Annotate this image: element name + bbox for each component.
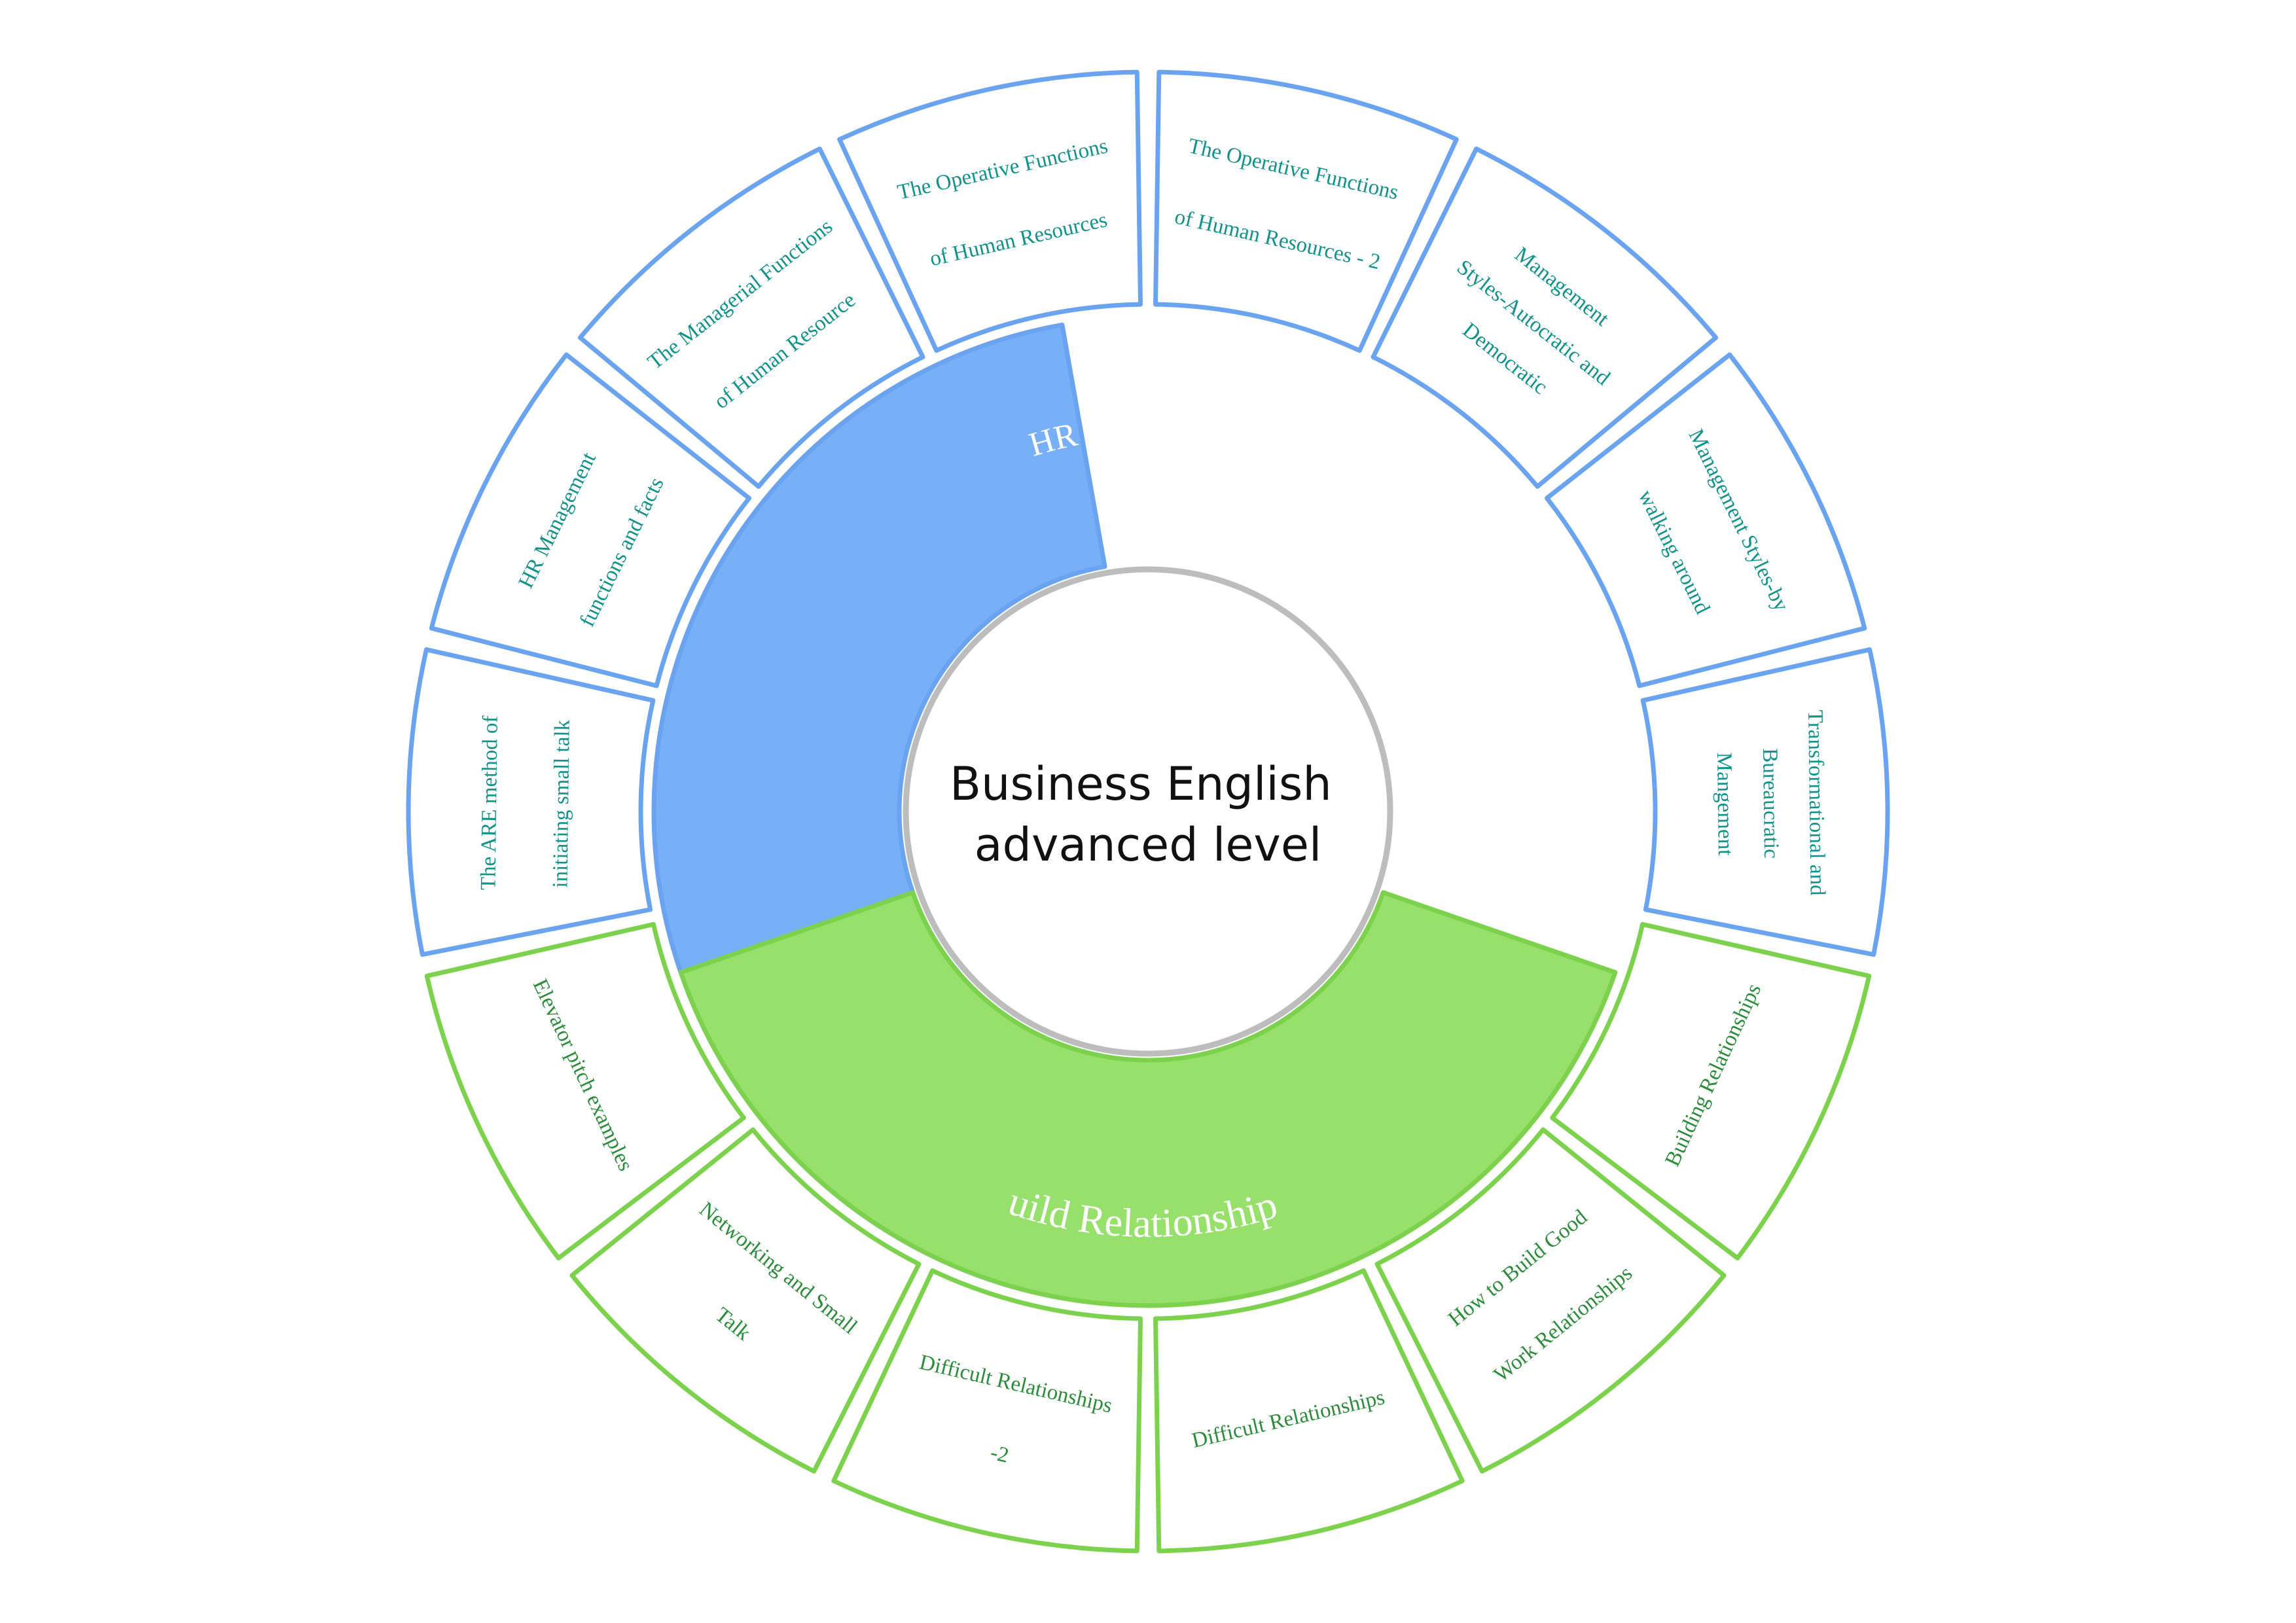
topic-segment-box	[429, 352, 752, 688]
topic-segment-br-5[interactable]: Networking and SmallTalk	[569, 1127, 922, 1474]
topic-segment-br-6[interactable]: Elevator pitch examples	[424, 921, 746, 1260]
center-title-line-1: Business English	[950, 757, 1332, 811]
topic-segment-box	[831, 1268, 1143, 1554]
topic-segment-hr-1[interactable]: The ARE method of initiating small talk	[406, 647, 656, 957]
topic-segment-hr-4[interactable]: The Operative Functionsof Human Resource…	[837, 69, 1143, 353]
category-band-br	[678, 890, 1618, 1308]
topic-segment-box	[1153, 69, 1459, 353]
topic-segment-hr-3[interactable]: The Managerial Functionsof Human Resourc…	[577, 146, 925, 489]
topic-label-line: initiating small talk	[548, 719, 574, 888]
topic-segment-br-3[interactable]: Difficult Relationships	[1153, 1268, 1465, 1554]
topic-segment-box	[837, 69, 1143, 353]
topic-segment-box	[1550, 921, 1872, 1260]
topic-segments: The ARE method of initiating small talk HR…	[406, 69, 1890, 1554]
topic-segment-br-1[interactable]: Building Relationships	[1550, 921, 1872, 1260]
topic-segment-box	[1374, 1127, 1727, 1474]
topic-segment-box	[577, 146, 925, 489]
topic-segment-hr-8[interactable]: Transformational and Bureaucratic Mangemen…	[1640, 647, 1890, 957]
topic-segment-hr-2[interactable]: HR Managementfunctions and facts	[429, 352, 752, 688]
center-title: Business English advanced level	[950, 757, 1346, 872]
topic-segment-box	[406, 647, 656, 957]
center-title-line-2: advanced level	[975, 818, 1322, 872]
topic-segment-br-4[interactable]: Difficult Relationships-2	[831, 1268, 1143, 1554]
topic-segment-hr-6[interactable]: ManagementStyles-Autocratic andDemocrati…	[1371, 146, 1719, 489]
topic-label: The ARE method of initiating small talk	[476, 715, 574, 891]
topic-segment-hr-5[interactable]: The Operative Functionsof Human Resource…	[1153, 69, 1459, 353]
topic-label: Transformational and Bureaucratic Mangemen…	[1712, 709, 1829, 897]
center-hub: Business English advanced level	[903, 566, 1393, 1057]
topic-label-line: Bureaucratic	[1758, 748, 1783, 859]
topic-segment-br-2[interactable]: How to Build GoodWork Relationships	[1374, 1127, 1727, 1474]
topic-label-line: The ARE method of	[476, 715, 502, 890]
topic-segment-box	[569, 1127, 922, 1474]
topic-segment-hr-7[interactable]: Management Styles-bywalking around	[1544, 352, 1867, 688]
center-circle	[903, 566, 1393, 1057]
topic-segment-box	[1640, 647, 1890, 957]
topic-label-line: Transformational and	[1803, 709, 1829, 896]
topic-segment-box	[1371, 146, 1719, 489]
topic-label-line: Mangement	[1712, 752, 1737, 855]
topic-segment-box	[424, 921, 746, 1260]
topic-segment-box	[1544, 352, 1867, 688]
topic-segment-box	[1153, 1268, 1465, 1554]
